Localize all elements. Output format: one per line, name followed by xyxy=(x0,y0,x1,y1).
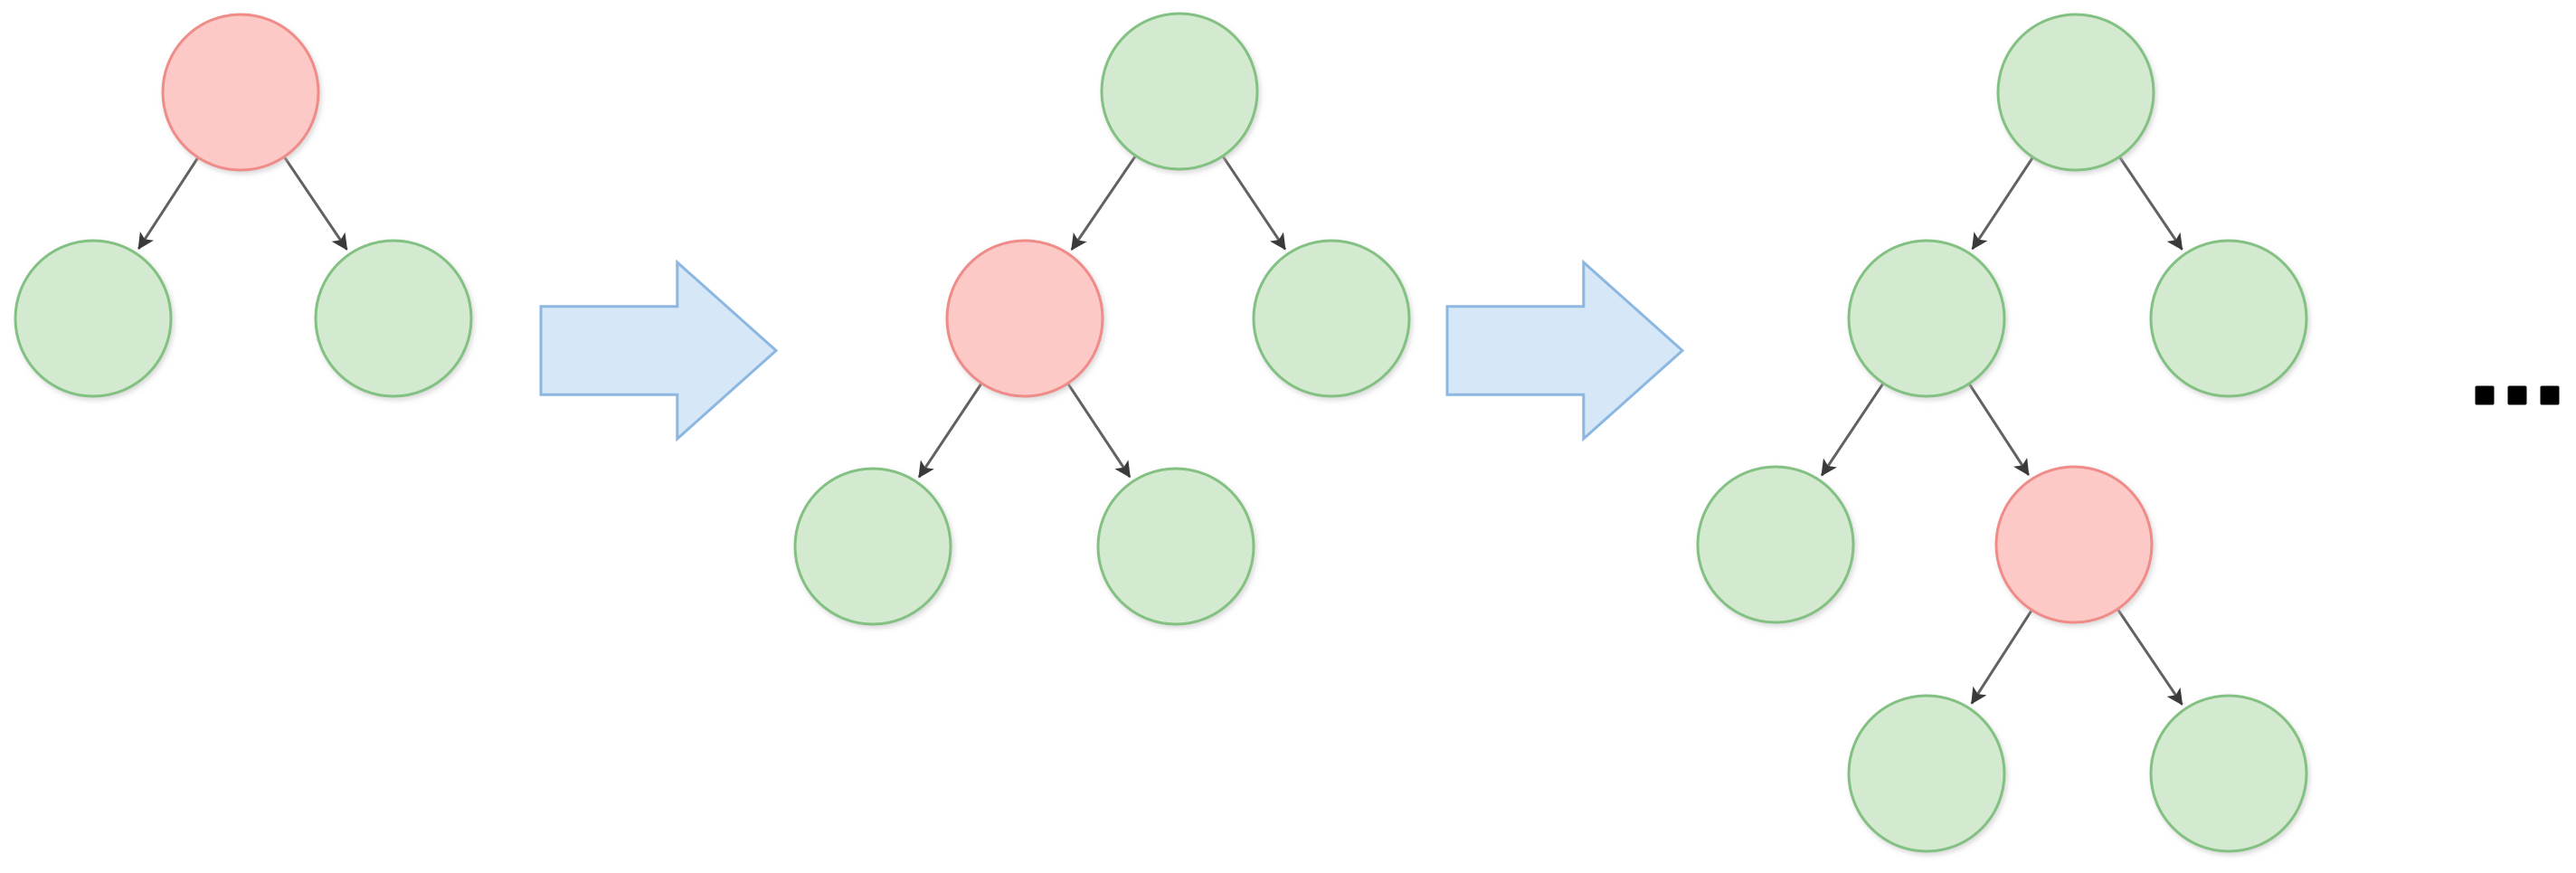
tree-node-green[interactable] xyxy=(1696,465,1855,624)
tree-node-green[interactable] xyxy=(1847,694,2006,853)
tree-edge xyxy=(1970,607,2034,705)
tree-node-green[interactable] xyxy=(314,239,473,398)
tree-edge xyxy=(1966,381,2031,476)
tree-edge xyxy=(2115,606,2183,706)
tree-edge xyxy=(281,154,348,251)
tree-edge xyxy=(1065,381,1132,479)
tree-node-green[interactable] xyxy=(1847,239,2006,398)
tree-node-green[interactable] xyxy=(1252,239,1411,398)
ellipsis-dot xyxy=(2507,385,2527,405)
tree-edge xyxy=(1070,153,1138,251)
tree-node-green[interactable] xyxy=(2149,694,2308,853)
arrow-2[interactable] xyxy=(1445,259,1685,442)
tree-edge xyxy=(917,381,984,479)
ellipsis-dot xyxy=(2475,385,2495,405)
tree-node-green[interactable] xyxy=(793,467,952,626)
tree-node-green[interactable] xyxy=(2149,239,2308,398)
tree-node-red[interactable] xyxy=(1994,465,2154,624)
tree-node-green[interactable] xyxy=(14,239,173,398)
tree-node-green[interactable] xyxy=(1096,467,1255,626)
tree-edge xyxy=(2117,154,2183,251)
tree-node-red[interactable] xyxy=(161,13,320,172)
nodes-layer xyxy=(14,12,2308,853)
ellipsis-dot xyxy=(2540,385,2560,405)
tree-edge xyxy=(1971,155,2035,251)
tree-node-red[interactable] xyxy=(945,239,1104,398)
transition-arrows-layer xyxy=(539,259,1685,442)
edges-layer xyxy=(137,153,2183,706)
tree-node-green[interactable] xyxy=(1100,12,1259,171)
arrow-1[interactable] xyxy=(539,259,779,442)
tree-edge xyxy=(137,155,201,250)
continuation-ellipsis xyxy=(2475,385,2560,405)
tree-edge xyxy=(1220,153,1287,251)
tree-edge xyxy=(1820,381,1886,477)
tree-node-green[interactable] xyxy=(1996,13,2155,172)
